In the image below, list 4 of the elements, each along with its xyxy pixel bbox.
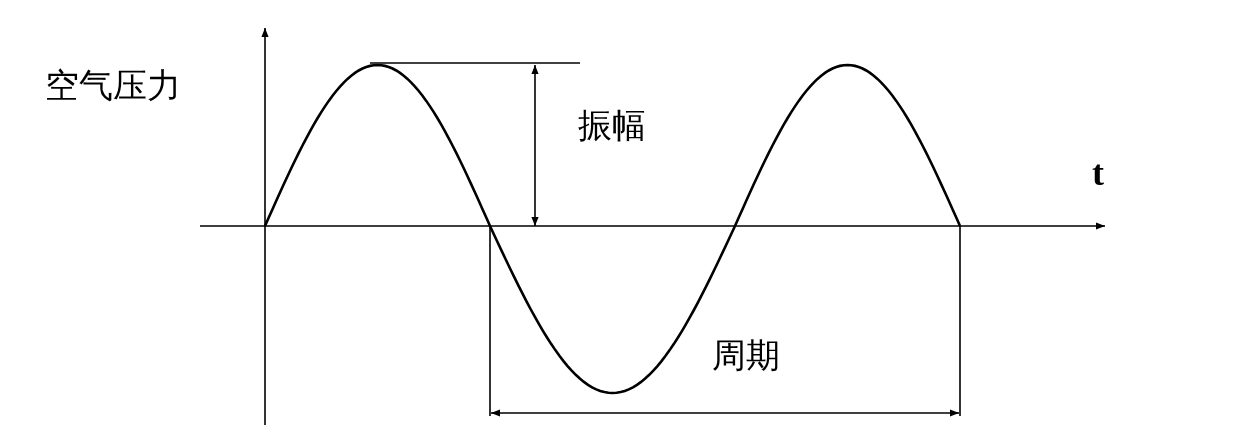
axis-label: 空气压力 [45,68,181,102]
dimension-label: 周期 [712,338,780,372]
axis-label: t [1092,155,1104,191]
dimension-label: 振幅 [578,108,646,142]
